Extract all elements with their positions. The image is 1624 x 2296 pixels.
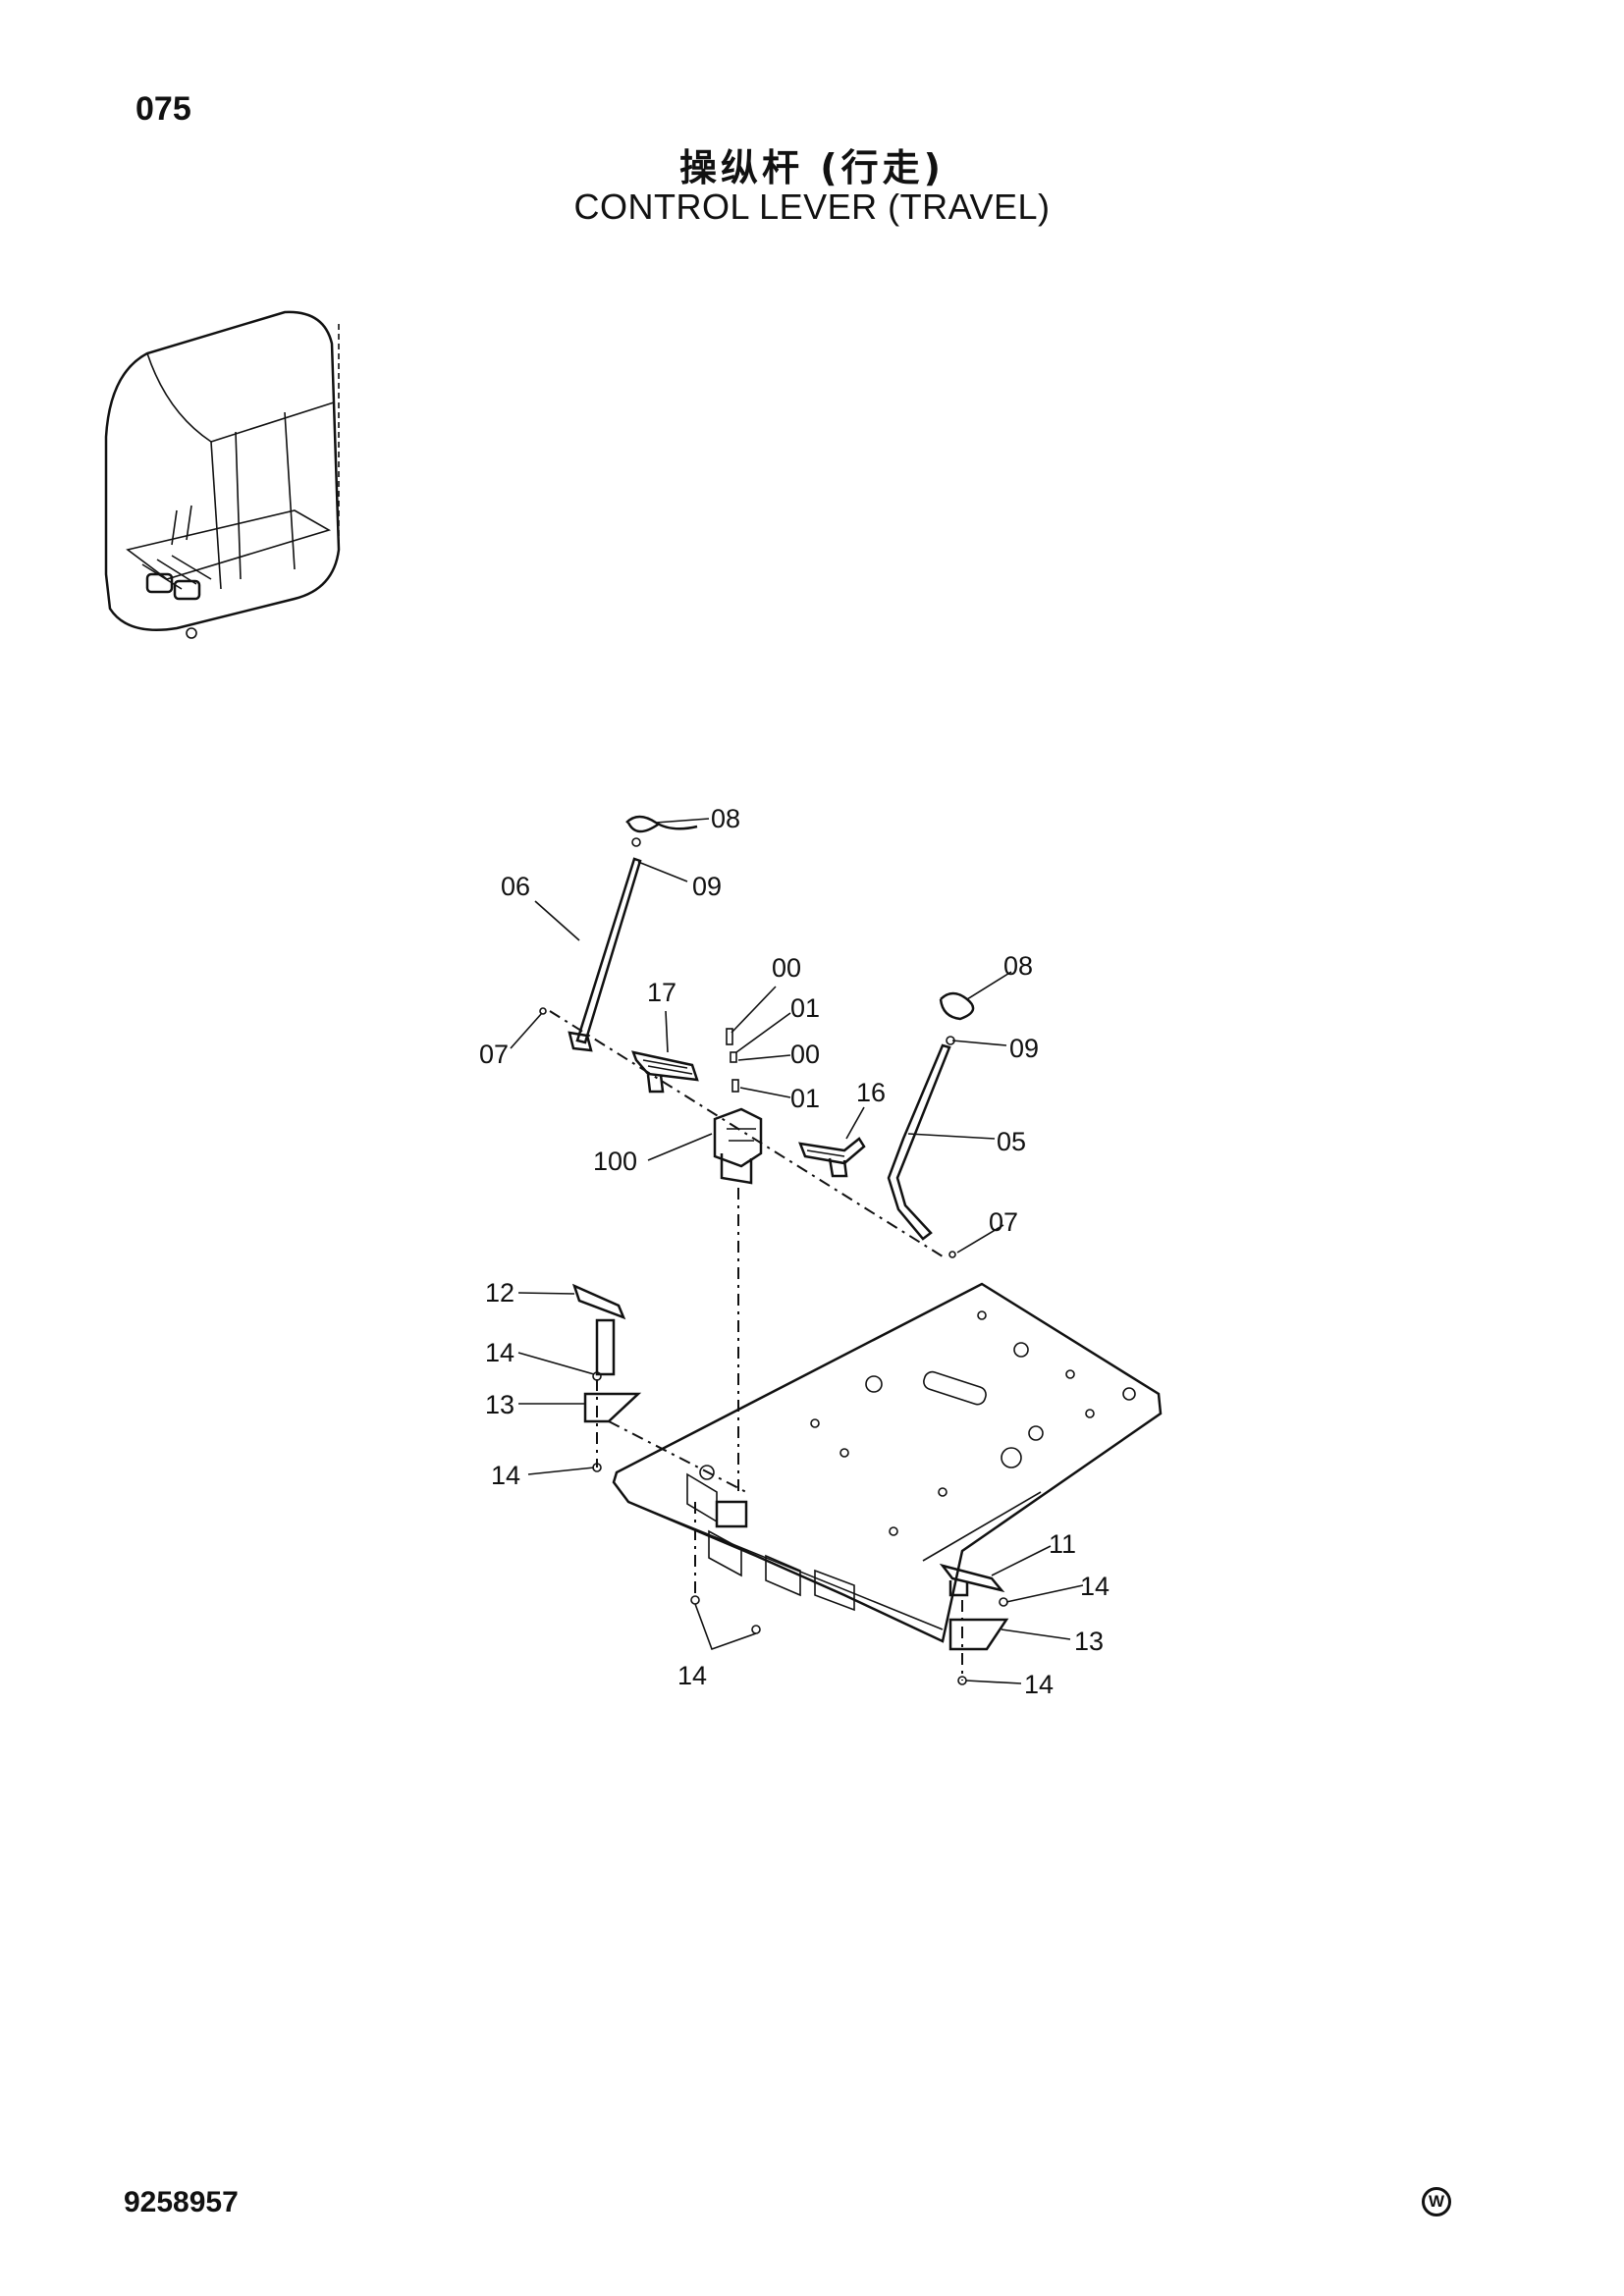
callout-06: 06 [501, 872, 530, 901]
callout-09-right: 09 [1009, 1034, 1039, 1063]
callout-00-mid: 00 [790, 1040, 820, 1069]
floor-plate [612, 1282, 1163, 1643]
callout-07-right: 07 [989, 1207, 1018, 1237]
callout-16: 16 [856, 1078, 886, 1107]
lever-right-assembly [887, 991, 975, 1258]
pedal-17 [631, 1050, 699, 1094]
callout-13-left: 13 [485, 1390, 514, 1419]
callout-14-e: 14 [1024, 1670, 1054, 1699]
publisher-mark: W [1422, 2187, 1451, 2216]
lever-axis-line [549, 1010, 944, 1257]
callout-08-left: 08 [711, 804, 740, 833]
page-number: 075 [135, 90, 191, 128]
pedal-bracket-left [571, 1283, 747, 1493]
callout-labels: 08 09 06 07 17 00 01 00 01 16 100 08 09 … [479, 804, 1110, 1699]
callout-14-b: 14 [491, 1461, 520, 1490]
callout-14-a: 14 [485, 1338, 514, 1367]
title-chinese: 操纵杆 (行走) [679, 146, 945, 189]
title-english: CONTROL LEVER (TRAVEL) [573, 187, 1051, 227]
callout-11: 11 [1049, 1529, 1076, 1559]
document-number: 9258957 [124, 2186, 239, 2218]
pedal-bracket-right [939, 1563, 1009, 1685]
callout-07-left: 07 [479, 1040, 509, 1069]
cab-overview-illustration [104, 310, 341, 639]
callout-14-d: 14 [1080, 1572, 1110, 1601]
callout-13-right: 13 [1074, 1627, 1104, 1656]
callout-05: 05 [997, 1127, 1026, 1156]
callout-14-c: 14 [677, 1661, 707, 1690]
callout-17: 17 [647, 978, 677, 1007]
callout-01-top: 01 [790, 993, 820, 1023]
callout-08-right: 08 [1003, 951, 1033, 981]
lever-left-assembly [539, 815, 698, 1052]
leader-lines [510, 818, 1084, 1684]
pilot-valve-100 [713, 1028, 763, 1528]
callout-100: 100 [593, 1147, 637, 1176]
callout-12: 12 [485, 1278, 514, 1308]
callout-01-mid: 01 [790, 1084, 820, 1113]
bottom-bolts [690, 1502, 761, 1651]
pedal-16 [798, 1137, 866, 1178]
callout-09-left: 09 [692, 872, 722, 901]
callout-00-top: 00 [772, 953, 801, 983]
